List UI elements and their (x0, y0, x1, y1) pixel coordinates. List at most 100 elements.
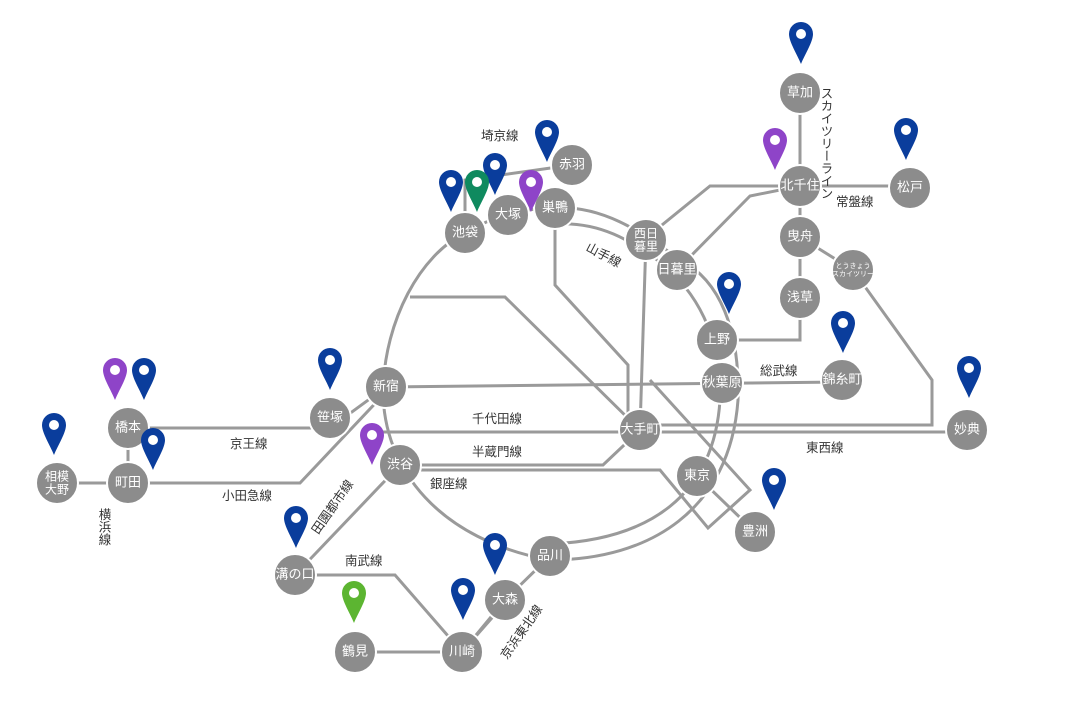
station-kawasaki[interactable]: 川崎 (440, 630, 484, 674)
chiyoda-line-north (638, 184, 800, 431)
pin-body (342, 581, 366, 623)
map-pin-icon[interactable] (762, 468, 786, 510)
station-shinagawa[interactable]: 品川 (528, 534, 572, 578)
station-hikifune[interactable]: 曳舟 (778, 215, 822, 259)
map-pin-icon[interactable] (42, 413, 66, 455)
station-ikebukuro[interactable]: 池袋 (443, 211, 487, 255)
station-akabane[interactable]: 赤羽 (550, 143, 594, 187)
pin-body (483, 153, 507, 195)
hanzomon-line-label: 半蔵門線 (472, 444, 523, 459)
pin-hole (964, 363, 974, 373)
svg-text:大森: 大森 (492, 593, 518, 608)
svg-text:町田: 町田 (115, 476, 141, 491)
svg-text:とうきょうスカイツリー: とうきょうスカイツリー (832, 262, 874, 278)
station-otemachi[interactable]: 大手町 (618, 408, 662, 452)
map-pin-icon[interactable] (894, 118, 918, 160)
svg-text:品川: 品川 (537, 549, 563, 564)
station-shibuya[interactable]: 渋谷 (378, 443, 422, 487)
station-matsudo[interactable]: 松戸 (888, 166, 932, 210)
map-pin-icon[interactable] (284, 506, 308, 548)
map-pin-icon[interactable] (318, 348, 342, 390)
ginza-line-label: 銀座線 (430, 476, 468, 491)
map-pin-icon[interactable] (103, 358, 127, 400)
pin-body (360, 423, 384, 465)
station-soka[interactable]: 草加 (778, 71, 822, 115)
station-tokyo-skytree[interactable]: とうきょうスカイツリー (831, 248, 875, 292)
map-pin-icon[interactable] (483, 153, 507, 195)
map-pin-icon[interactable] (451, 578, 475, 620)
svg-text:巣鴨: 巣鴨 (542, 201, 568, 216)
station-kinshicho[interactable]: 錦糸町 (820, 358, 864, 402)
svg-text:笹塚: 笹塚 (317, 410, 343, 426)
map-pin-icon[interactable] (342, 581, 366, 623)
station-hashimoto[interactable]: 橋本 (106, 406, 150, 450)
svg-text:東京: 東京 (684, 468, 710, 484)
map-pin-icon[interactable] (535, 120, 559, 162)
pin-body (132, 358, 156, 400)
station-akihabara[interactable]: 秋葉原 (700, 361, 744, 405)
keio-line-label: 京王線 (230, 436, 268, 451)
pin-hole (110, 365, 120, 375)
station-ueno[interactable]: 上野 (695, 318, 739, 362)
station-tsurumi[interactable]: 鶴見 (333, 630, 377, 674)
map-pin-icon[interactable] (519, 170, 543, 212)
svg-text:西日暮里: 西日暮里 (634, 226, 658, 253)
station-sagamiono[interactable]: 相模大野 (35, 461, 79, 505)
pin-body (465, 170, 489, 212)
station-asakusa[interactable]: 浅草 (778, 276, 822, 320)
map-pin-icon[interactable] (957, 356, 981, 398)
svg-text:曳舟: 曳舟 (787, 230, 813, 245)
svg-text:大手町: 大手町 (620, 423, 659, 438)
station-tokyo[interactable]: 東京 (675, 454, 719, 498)
pin-hole (349, 588, 359, 598)
pin-hole (367, 430, 377, 440)
svg-text:溝の口: 溝の口 (275, 568, 314, 583)
station-omori[interactable]: 大森 (483, 578, 527, 622)
map-pin-icon[interactable] (763, 128, 787, 170)
pin-hole (490, 540, 500, 550)
pin-hole (769, 475, 779, 485)
station-toyosu[interactable]: 豊洲 (733, 510, 777, 554)
map-pin-icon[interactable] (132, 358, 156, 400)
svg-text:妙典: 妙典 (954, 423, 980, 438)
pin-hole (446, 177, 456, 187)
svg-text:鶴見: 鶴見 (342, 644, 368, 660)
location-pins (42, 22, 981, 623)
station-machida[interactable]: 町田 (106, 461, 150, 505)
station-nippori[interactable]: 日暮里 (655, 248, 699, 292)
pin-body (763, 128, 787, 170)
pin-body (42, 413, 66, 455)
station-kitasenju[interactable]: 北千住 (778, 164, 822, 208)
pin-body (318, 348, 342, 390)
station-shinjuku[interactable]: 新宿 (364, 365, 408, 409)
svg-text:相模大野: 相模大野 (45, 469, 69, 496)
pin-body (717, 272, 741, 314)
pin-hole (49, 420, 59, 430)
pin-hole (458, 585, 468, 595)
station-mizonokuchi[interactable]: 溝の口 (273, 553, 317, 597)
pin-body (894, 118, 918, 160)
map-pin-icon[interactable] (439, 170, 463, 212)
station-nishinippori[interactable]: 西日暮里 (624, 218, 668, 262)
map-pin-icon[interactable] (483, 533, 507, 575)
svg-text:上野: 上野 (704, 333, 730, 348)
map-pin-icon[interactable] (141, 428, 165, 470)
pin-body (831, 311, 855, 353)
station-sasazuka[interactable]: 笹塚 (308, 396, 352, 440)
map-pin-icon[interactable] (465, 170, 489, 212)
marunouchi-line (410, 295, 642, 432)
svg-text:錦糸町: 錦糸町 (822, 372, 861, 388)
map-pin-icon[interactable] (717, 272, 741, 314)
map-pin-icon[interactable] (360, 423, 384, 465)
station-otsuka[interactable]: 大塚 (486, 193, 530, 237)
map-pin-icon[interactable] (789, 22, 813, 64)
map-pin-icon[interactable] (831, 311, 855, 353)
stations: 草加 赤羽 巣鴨 大塚 池袋 西日暮里 北千住 松戸 曳舟 とうきょうスカイツリ… (35, 71, 989, 674)
station-myoden[interactable]: 妙典 (945, 408, 989, 452)
svg-text:豊洲: 豊洲 (742, 525, 768, 540)
station-sugamo[interactable]: 巣鴨 (533, 186, 577, 230)
svg-text:橋本: 橋本 (115, 421, 141, 436)
sobu-line-label: 総武線 (760, 363, 798, 378)
pin-hole (291, 513, 301, 523)
